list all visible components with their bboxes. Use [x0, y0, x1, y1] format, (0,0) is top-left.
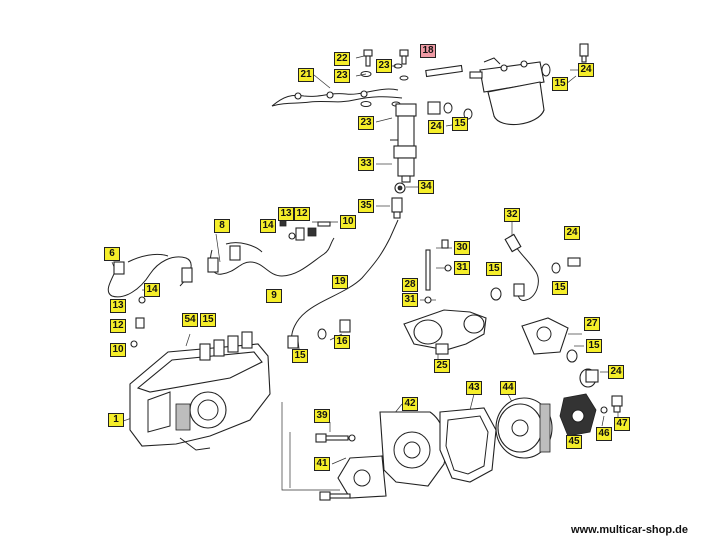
callout-46[interactable]: 46 — [596, 427, 612, 441]
callout-6[interactable]: 6 — [104, 247, 120, 261]
callout-21[interactable]: 21 — [298, 68, 314, 82]
callout-34[interactable]: 34 — [418, 180, 434, 194]
callout-14[interactable]: 14 — [144, 283, 160, 297]
fuel-filter-part — [469, 57, 545, 126]
callout-33[interactable]: 33 — [358, 157, 374, 171]
callout-19[interactable]: 19 — [332, 275, 348, 289]
callout-10[interactable]: 10 — [340, 215, 356, 229]
callout-39[interactable]: 39 — [314, 409, 330, 423]
callout-31[interactable]: 31 — [454, 261, 470, 275]
callout-1[interactable]: 1 — [108, 413, 124, 427]
callout-18[interactable]: 18 — [420, 44, 436, 58]
callout-14[interactable]: 14 — [260, 219, 276, 233]
callout-12[interactable]: 12 — [110, 319, 126, 333]
callout-41[interactable]: 41 — [314, 457, 330, 471]
footer-url: www.multicar-shop.de — [571, 524, 688, 536]
callout-23[interactable]: 23 — [358, 116, 374, 130]
callout-15[interactable]: 15 — [452, 117, 468, 131]
drive-hub-part — [495, 397, 553, 459]
callout-15[interactable]: 15 — [552, 77, 568, 91]
callout-25[interactable]: 25 — [434, 359, 450, 373]
callout-12[interactable]: 12 — [294, 207, 310, 221]
callout-28[interactable]: 28 — [402, 278, 418, 292]
callout-42[interactable]: 42 — [402, 397, 418, 411]
leak-off-pipe-part — [425, 64, 463, 78]
callout-15[interactable]: 15 — [292, 349, 308, 363]
drive-flange-part — [379, 411, 447, 487]
callout-35[interactable]: 35 — [358, 199, 374, 213]
callout-47[interactable]: 47 — [614, 417, 630, 431]
callout-24[interactable]: 24 — [564, 226, 580, 240]
callout-24[interactable]: 24 — [578, 63, 594, 77]
callout-10[interactable]: 10 — [110, 343, 126, 357]
callout-13[interactable]: 13 — [110, 299, 126, 313]
banjo-bolt-18-part — [399, 49, 409, 65]
injection-pump-part — [129, 331, 271, 451]
callout-8[interactable]: 8 — [214, 219, 230, 233]
callout-31[interactable]: 31 — [402, 293, 418, 307]
callout-43[interactable]: 43 — [466, 381, 482, 395]
callout-15[interactable]: 15 — [200, 313, 216, 327]
callout-23[interactable]: 23 — [334, 69, 350, 83]
callout-23[interactable]: 23 — [376, 59, 392, 73]
callout-44[interactable]: 44 — [500, 381, 516, 395]
callout-9[interactable]: 9 — [266, 289, 282, 303]
banjo-bolt-part — [363, 49, 373, 67]
callout-45[interactable]: 45 — [566, 435, 582, 449]
callout-15[interactable]: 15 — [552, 281, 568, 295]
callout-13[interactable]: 13 — [278, 207, 294, 221]
callout-24[interactable]: 24 — [428, 120, 444, 134]
callout-32[interactable]: 32 — [504, 208, 520, 222]
callout-30[interactable]: 30 — [454, 241, 470, 255]
callout-27[interactable]: 27 — [584, 317, 600, 331]
callout-15[interactable]: 15 — [586, 339, 602, 353]
callout-24[interactable]: 24 — [608, 365, 624, 379]
callout-22[interactable]: 22 — [334, 52, 350, 66]
injector-part — [390, 103, 417, 183]
feed-pump-part — [403, 309, 487, 355]
callout-15[interactable]: 15 — [486, 262, 502, 276]
callout-16[interactable]: 16 — [334, 335, 350, 349]
callout-54[interactable]: 54 — [182, 313, 198, 327]
